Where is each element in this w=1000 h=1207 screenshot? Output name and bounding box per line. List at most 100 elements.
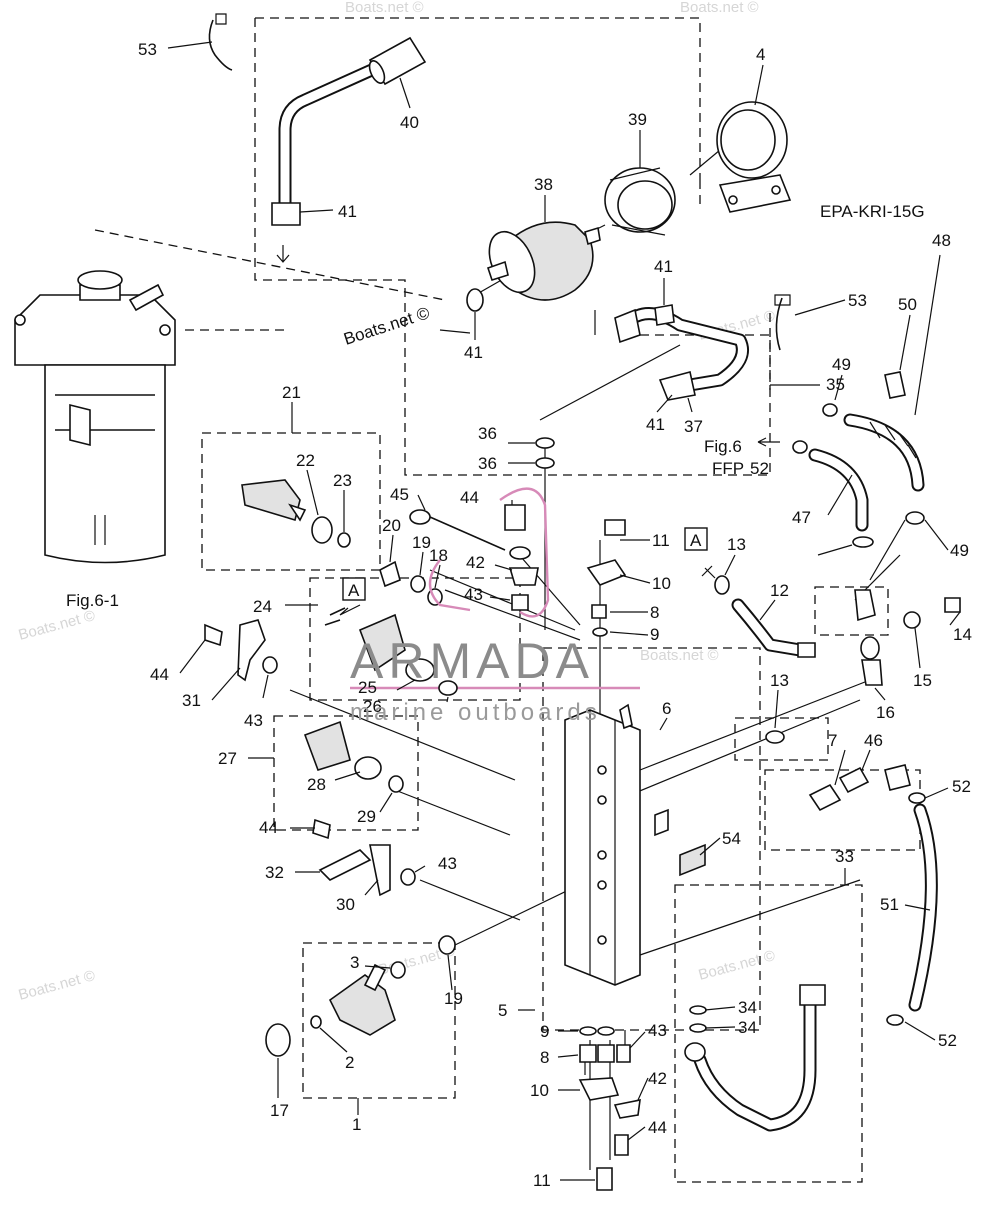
filter-cushion-39 xyxy=(604,167,676,236)
highlight-marks xyxy=(350,487,640,690)
part-label: 12 xyxy=(770,581,789,600)
part-label: 6 xyxy=(662,699,671,718)
fuel-hose-37 xyxy=(466,288,749,401)
watermark-text: Boats.net © xyxy=(697,947,777,984)
part-label: 2 xyxy=(345,1053,354,1072)
part-label: 51 xyxy=(880,895,899,914)
part-label: 50 xyxy=(898,295,917,314)
copyright-watermark: Boats.net © xyxy=(341,303,432,349)
part-label: 17 xyxy=(270,1101,289,1120)
fuel-rail-assembly xyxy=(564,703,669,986)
watermark-text: Boats.net © xyxy=(17,607,97,644)
arrow-left-icon xyxy=(757,437,780,447)
part-label: 43 xyxy=(438,854,457,873)
filter-bracket-4 xyxy=(716,101,792,213)
label-54 xyxy=(679,843,706,877)
fuel-hose-12 xyxy=(701,565,876,744)
fuel-hose-33 xyxy=(684,984,826,1132)
fuel-hose-40 xyxy=(271,36,427,226)
ground-terminal-16 xyxy=(860,597,961,686)
part-label: 11 xyxy=(533,1171,551,1190)
part-label: 18 xyxy=(429,546,448,565)
caption-labels: EPA-KRI-15G Fig.6-1 Fig.6 FFP Boats.net … xyxy=(66,202,925,726)
part-label: 15 xyxy=(913,671,932,690)
leader-lines xyxy=(167,41,961,1181)
part-label: 42 xyxy=(466,553,485,572)
part-label: 34 xyxy=(738,998,757,1017)
part-label: 41 xyxy=(464,343,483,362)
part-label: 16 xyxy=(876,703,895,722)
part-label: 25 xyxy=(358,678,377,697)
watermark-text: Boats.net © xyxy=(680,0,759,16)
part-label: 53 xyxy=(138,40,157,59)
part-label: 37 xyxy=(684,417,703,436)
fuel-hose-47 xyxy=(792,440,874,548)
part-label: 38 xyxy=(534,175,553,194)
part-label: 41 xyxy=(646,415,665,434)
part-label: 54 xyxy=(722,829,741,848)
part-label: 53 xyxy=(848,291,867,310)
part-label: 1 xyxy=(352,1115,361,1134)
regulator-assembly-24 xyxy=(324,607,458,696)
inline-fuel-filter-38 xyxy=(486,221,601,301)
rail-top-fittings xyxy=(586,519,627,637)
part-label: 23 xyxy=(333,471,352,490)
fuel-filter-assembly xyxy=(14,270,176,564)
part-label: 47 xyxy=(792,508,811,527)
fuel-hose-48 xyxy=(822,371,925,525)
nozzle-assembly-21 xyxy=(241,479,443,606)
section-marker-box xyxy=(684,527,708,551)
part-label: 28 xyxy=(307,775,326,794)
part-label: 43 xyxy=(244,711,263,730)
part-label: 10 xyxy=(530,1081,549,1100)
part-label: 41 xyxy=(338,202,357,221)
watermark-text: Boats.net © xyxy=(17,967,97,1004)
part-number-labels: 53 40 4 39 38 41 41 41 41 21 22 23 20 19… xyxy=(138,40,972,1190)
model-code-label: EPA-KRI-15G xyxy=(820,202,925,221)
part-label: 52 xyxy=(938,1031,957,1050)
part-label: 9 xyxy=(650,625,659,644)
brand-tagline: marine outboards xyxy=(350,699,601,726)
part-label: 48 xyxy=(932,231,951,250)
regulator-assembly-27 xyxy=(303,720,404,793)
part-label: 52 xyxy=(750,459,769,478)
part-label: 34 xyxy=(738,1018,757,1037)
part-label: 46 xyxy=(864,731,883,750)
part-label: 11 xyxy=(652,531,670,550)
brand-logo-text: ARMADA xyxy=(350,633,594,689)
part-label: 14 xyxy=(953,625,972,644)
part-label: 5 xyxy=(498,1001,507,1020)
part-label: 35 xyxy=(826,375,845,394)
part-label: 27 xyxy=(218,749,237,768)
part-label: 36 xyxy=(478,424,497,443)
part-label: 44 xyxy=(150,665,169,684)
section-marker-box xyxy=(342,577,366,601)
part-label: 49 xyxy=(832,355,851,374)
part-label: 4 xyxy=(756,45,765,64)
bracket-30 xyxy=(312,818,416,897)
ffp-label: FFP xyxy=(712,459,744,478)
part-label: 42 xyxy=(648,1069,667,1088)
part-label: 43 xyxy=(648,1021,667,1040)
part-label: 49 xyxy=(950,541,969,560)
fuel-hose-51 xyxy=(886,792,938,1026)
section-marker-label: A xyxy=(690,531,702,550)
arrow-icon xyxy=(339,604,361,616)
part-label: 26 xyxy=(363,697,382,716)
watermark-text: Boats.net © xyxy=(345,0,424,16)
part-label: 20 xyxy=(382,516,401,535)
part-label: 13 xyxy=(770,671,789,690)
part-label: 40 xyxy=(400,113,419,132)
section-markers: A A xyxy=(342,527,708,601)
part-label: 30 xyxy=(336,895,355,914)
part-label: 33 xyxy=(835,847,854,866)
watermark-text: Boats.net © xyxy=(640,647,719,664)
part-label: 7 xyxy=(828,731,837,750)
part-label: 43 xyxy=(464,585,483,604)
injector-assembly-1 xyxy=(265,935,456,1057)
part-label: 8 xyxy=(540,1048,549,1067)
part-label: 41 xyxy=(654,257,673,276)
washer-36 xyxy=(535,437,555,469)
part-label: 52 xyxy=(952,777,971,796)
